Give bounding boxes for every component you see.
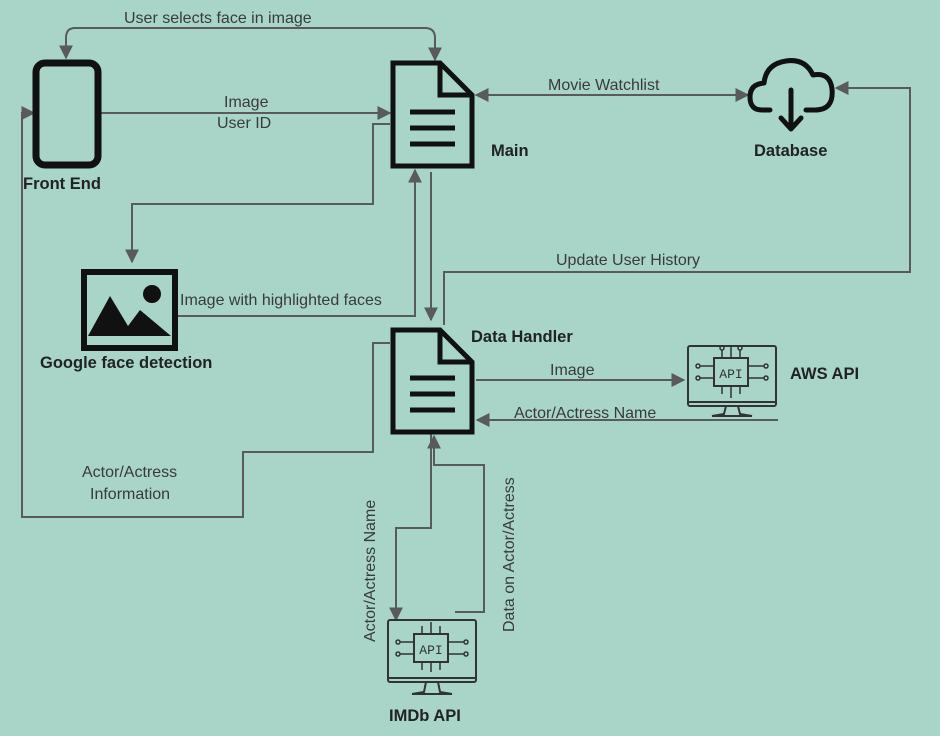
edge-label-dh-image: Image [550,362,595,379]
edge-label-actor-name-aws: Actor/Actress Name [514,405,656,422]
google-face-detection-label: Google face detection [40,354,212,372]
api-chip-label: API [419,643,442,658]
edge-label-update-history: Update User History [556,252,700,269]
edge-dh-to-imdb [389,434,432,622]
edge-label-actor-info-line2: Information [90,486,170,503]
api-monitor-icon: API [387,619,477,695]
edge-update-history [443,81,911,325]
main-label: Main [491,142,529,160]
cloud-download-icon [747,58,835,132]
phone-icon [32,59,102,169]
api-monitor-icon: API [687,345,777,417]
image-icon [81,269,178,351]
data-handler-label: Data Handler [471,328,573,346]
database-label: Database [754,142,827,160]
document-icon [390,60,475,169]
edge-label-user-selects: User selects face in image [124,10,312,27]
edge-imdb-to-dh [427,434,485,613]
edge-label-user-id: User ID [217,115,271,132]
aws-api-label: AWS API [790,365,859,383]
edge-label-movie-watchlist: Movie Watchlist [548,77,660,94]
api-chip-label: API [719,367,742,382]
edge-label-actor-name-imdb: Actor/Actress Name [362,500,379,642]
document-icon [390,327,475,435]
edge-label-data-on-actor: Data on Actor/Actress [501,477,518,632]
edge-user-selects [59,27,442,62]
edge-highlighted-faces [176,168,422,317]
front-end-label: Front End [23,175,101,193]
edge-actor-information [21,106,390,518]
imdb-api-label: IMDb API [389,707,461,725]
edge-label-actor-info-line1: Actor/Actress [82,464,177,481]
edge-main-to-google [125,123,390,264]
edge-label-image: Image [224,94,269,111]
edge-label-highlighted-faces: Image with highlighted faces [180,292,382,309]
